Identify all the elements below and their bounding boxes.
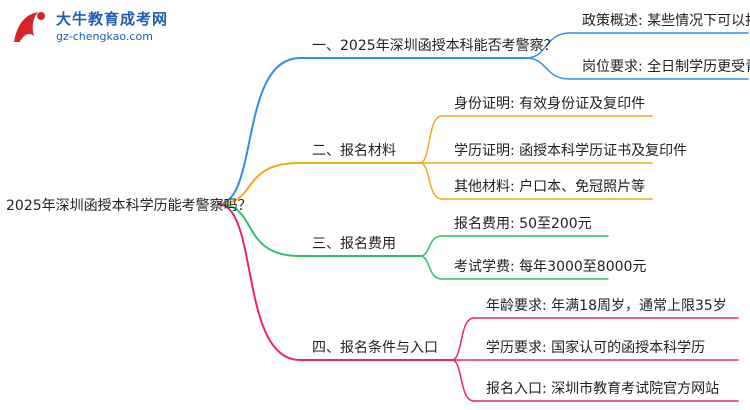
logo-mark-icon: 大牛 <box>14 12 45 50</box>
logo-title: 大牛教育成考网 <box>56 10 169 28</box>
root-topic: 2025年深圳函授本科学历能考警察吗？ <box>6 198 252 214</box>
logo-badge-text: 大牛 <box>16 39 34 50</box>
branch-connector <box>217 57 301 205</box>
leaf-connector <box>419 162 443 200</box>
branch-3-label: 三、报名费用 <box>312 236 396 252</box>
branch-4-leaf: 学历要求: 国家认可的函授本科学历 <box>486 340 706 356</box>
branch-connector <box>217 203 301 257</box>
branch-4-leaf: 报名入口: 深圳市教育考试院官方网站 <box>486 381 720 397</box>
leaf-connector <box>419 115 443 164</box>
site-logo[interactable]: 大牛 大牛教育成考网 gz-chengkao.com <box>8 6 198 50</box>
leaf-connector <box>419 235 443 257</box>
leaf-connector <box>419 255 443 280</box>
branch-4-leaf: 年龄要求: 年满18周岁，通常上限35岁 <box>486 298 727 314</box>
branch-2-label: 二、报名材料 <box>312 143 396 159</box>
branch-1-leaf: 岗位要求: 全日制学历更受青睐 <box>582 59 750 75</box>
logo-url: gz-chengkao.com <box>56 30 153 43</box>
branch-2-leaf: 身份证明: 有效身份证及复印件 <box>454 96 646 112</box>
leaf-connector <box>451 359 475 402</box>
branch-2-leaf: 其他材料: 户口本、免冠照片等 <box>454 179 646 195</box>
leaf-connector <box>451 317 475 361</box>
branch-connector <box>217 162 301 205</box>
branch-connector <box>217 203 301 361</box>
branch-4-label: 四、报名条件与入口 <box>312 340 438 356</box>
branch-3-leaf: 报名费用: 50至200元 <box>454 216 592 232</box>
leaf-connector <box>525 57 571 80</box>
leaf-connector <box>525 32 571 59</box>
branch-3-leaf: 考试学费: 每年3000至8000元 <box>454 259 647 275</box>
branch-1-label: 一、2025年深圳函授本科能否考警察？ <box>312 38 558 54</box>
branch-1-leaf: 政策概述: 某些情况下可以报考 <box>582 13 750 29</box>
branch-2-leaf: 学历证明: 函授本科学历证书及复印件 <box>454 143 688 159</box>
